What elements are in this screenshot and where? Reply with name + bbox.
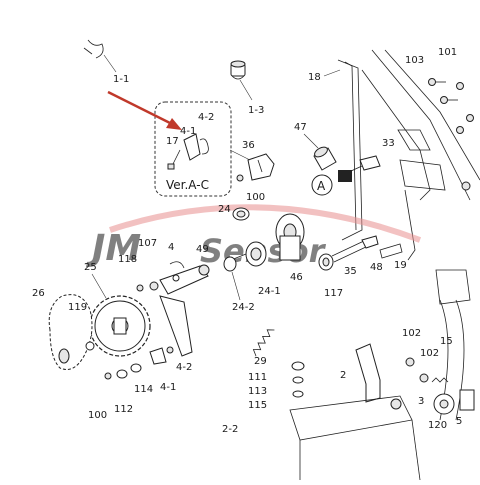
shaft-35-48	[318, 235, 403, 271]
label-101: 101	[438, 47, 457, 58]
svg-text:A: A	[317, 179, 326, 193]
label-107: 107	[138, 238, 157, 249]
circle-marker-a: A	[311, 174, 333, 196]
parts-120-5	[433, 389, 475, 415]
spring-29	[252, 329, 275, 357]
label-36: 36	[242, 140, 255, 151]
washers-111-113-115	[291, 361, 305, 398]
label-24-1: 24-1	[258, 286, 281, 297]
part-1-3	[230, 60, 246, 80]
label-2: 2	[340, 370, 346, 381]
label-1-3: 1-3	[248, 105, 264, 116]
label-114: 114	[134, 384, 153, 395]
label-24: 24	[218, 204, 231, 215]
label-4: 4	[168, 242, 174, 253]
label-120: 120	[428, 420, 447, 431]
label-26: 26	[32, 288, 45, 299]
label-102b: 102	[420, 348, 439, 359]
label-25: 25	[84, 262, 97, 273]
label-5: 5	[456, 416, 462, 427]
pin-33	[338, 155, 381, 182]
screws-103-101	[428, 78, 474, 191]
label-100-top: 100	[246, 192, 265, 203]
label-113: 113	[248, 386, 267, 397]
label-24-2: 24-2	[232, 302, 255, 313]
highlight-arrow	[107, 90, 182, 130]
label-1-1: 1-1	[113, 74, 129, 85]
label-3: 3	[418, 396, 424, 407]
svg-text:JM: JM	[86, 228, 141, 269]
label-119: 119	[68, 302, 87, 313]
label-49: 49	[196, 244, 209, 255]
pin-47	[313, 146, 337, 171]
label-35: 35	[344, 266, 357, 277]
label-115: 115	[248, 400, 267, 411]
label-118: 118	[118, 254, 137, 265]
label-46: 46	[290, 272, 303, 283]
bracket-2	[289, 343, 421, 481]
part-1-1	[83, 39, 104, 59]
label-29: 29	[254, 356, 267, 367]
label-4-2-bottom: 4-2	[176, 362, 192, 373]
callout-version-label: Ver.A-C	[166, 178, 209, 192]
gear-25	[89, 295, 151, 357]
pulley-46	[275, 213, 305, 261]
label-102a: 102	[402, 328, 421, 339]
label-103: 103	[405, 55, 424, 66]
disk-26	[48, 294, 93, 370]
bracket-36	[236, 153, 275, 182]
frame-plate-18	[337, 49, 480, 261]
label-100-bottom: 100	[88, 410, 107, 421]
label-4-1-bottom: 4-1	[160, 382, 176, 393]
label-47: 47	[294, 122, 307, 133]
label-15: 15	[440, 336, 453, 347]
label-17: 17	[166, 136, 179, 147]
callout-box	[154, 101, 232, 197]
label-117: 117	[324, 288, 343, 299]
label-18: 18	[308, 72, 321, 83]
label-48: 48	[370, 262, 383, 273]
label-2-2: 2-2	[222, 424, 238, 435]
label-4-1-callout: 4-1	[180, 126, 196, 137]
small-parts-bottom	[104, 346, 174, 380]
lever-assembly	[136, 261, 210, 357]
nut-100	[232, 207, 250, 221]
gear-24-1	[223, 241, 267, 272]
label-4-2-callout: 4-2	[198, 112, 214, 123]
label-19: 19	[394, 260, 407, 271]
label-112: 112	[114, 404, 133, 415]
label-33: 33	[382, 138, 395, 149]
washer-119	[85, 341, 95, 351]
label-111: 111	[248, 372, 267, 383]
